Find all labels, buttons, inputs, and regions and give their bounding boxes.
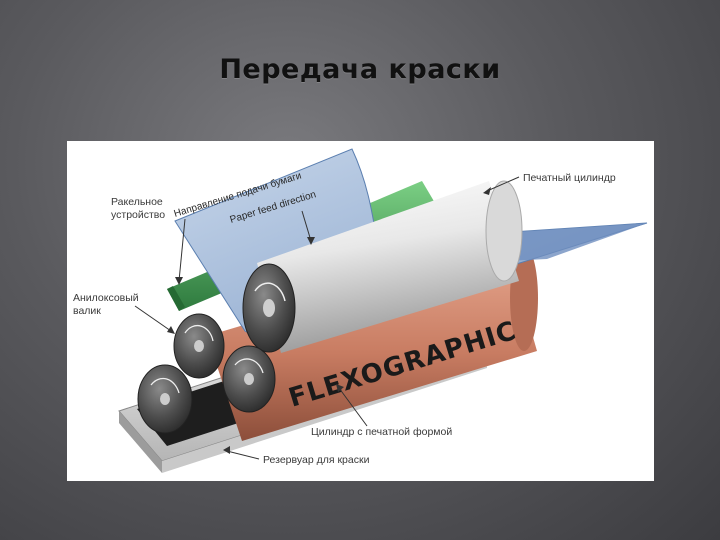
plate-cylinder-label: Цилиндр с печатной формой [311, 426, 452, 438]
flexo-diagram-svg: FLEXOGRAPHIC Направление подачи бумаги P… [67, 141, 654, 481]
anilox-label-1: Анилоксовый [73, 292, 139, 304]
anilox-label-2: валик [73, 305, 101, 317]
anilox-roller [174, 314, 224, 378]
slide-title: Передача краски [0, 54, 720, 85]
fountain-roller [138, 365, 192, 433]
doctor-blade-label-1: Ракельное [111, 196, 163, 208]
impression-cylinder-label: Печатный цилиндр [523, 172, 616, 184]
plate-roller-end [223, 346, 275, 412]
flexo-diagram: FLEXOGRAPHIC Направление подачи бумаги P… [67, 141, 654, 481]
ink-reservoir-label: Резервуар для краски [263, 454, 370, 466]
doctor-blade-label-2: устройство [111, 209, 165, 221]
